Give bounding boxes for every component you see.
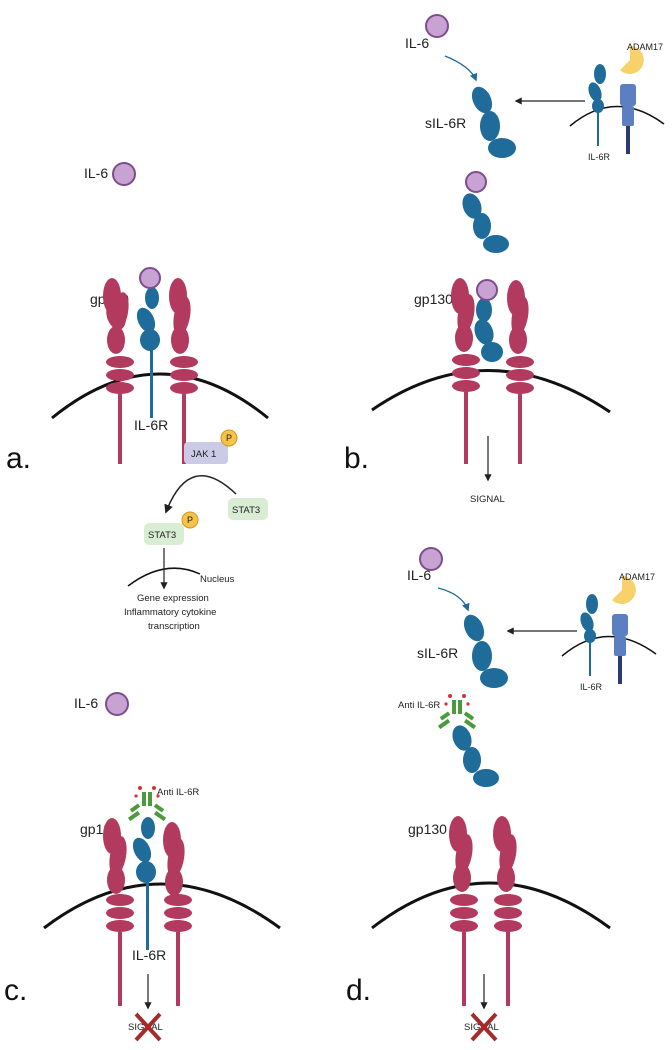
outcome-line-2: Inflammatory cytokine <box>124 607 216 618</box>
il6-molecule-d <box>419 547 443 571</box>
il6-label-d: IL-6 <box>407 567 431 583</box>
gp130-label-d: gp130 <box>408 821 447 837</box>
soluble-il6r-bound-b <box>474 298 503 362</box>
panel-b: IL-6 sIL-6R IL-6R ADAM17 <box>344 14 665 505</box>
soluble-il6r-d <box>463 614 508 688</box>
adam17-enzyme-b <box>620 46 644 154</box>
il6r-label-d: IL-6R <box>580 682 603 692</box>
jak1-box <box>184 442 228 464</box>
il6r-label: IL-6R <box>134 417 168 433</box>
il6-label-b: IL-6 <box>405 35 429 51</box>
stat3-box-left <box>144 523 184 545</box>
blocked-x-icon-d <box>470 1012 498 1042</box>
gp130-receptor-right-d <box>493 816 522 1006</box>
gp130-receptor-right-b <box>506 280 534 464</box>
cell-membrane-small-b <box>569 105 665 127</box>
il6-molecule-b <box>425 14 449 38</box>
phosphate-label-stat3: P <box>187 515 193 525</box>
cell-membrane-b <box>371 369 611 414</box>
il6r-membrane-d <box>580 594 598 676</box>
il6-bound-b <box>476 279 498 301</box>
gp130-label-b: gp130 <box>414 291 453 307</box>
anti-il6r-label-d: Anti IL-6R <box>398 700 440 711</box>
panel-letter-b: b. <box>344 442 369 475</box>
cell-membrane-small-d <box>561 635 657 657</box>
gp130-receptor-left-d <box>449 816 478 1006</box>
sil6r-label-d: sIL-6R <box>417 645 458 661</box>
adam17-label-b: ADAM17 <box>627 42 663 52</box>
gp130-receptor-left-b <box>451 278 480 464</box>
panel-letter-a: a. <box>6 442 31 475</box>
il6r-receptor <box>136 287 160 418</box>
soluble-il6r-b <box>471 86 516 158</box>
anti-il6r-label-c: Anti IL-6R <box>157 787 199 798</box>
panel-c: IL-6 Anti IL-6R gp130 <box>4 692 281 1042</box>
il6-complex-b <box>465 171 487 193</box>
il6r-label-b: IL-6R <box>588 152 611 162</box>
phosphate-icon <box>220 429 238 447</box>
il6-binding-arrow-b <box>444 55 478 82</box>
blocked-x-icon-c <box>134 1012 162 1042</box>
stat3-box-right <box>228 498 268 520</box>
cell-membrane-d <box>371 881 611 930</box>
il6-molecule-c <box>105 692 129 716</box>
panel-letter-c: c. <box>4 974 27 1007</box>
gp130-receptor-left <box>103 278 134 464</box>
phosphate-label: P <box>226 433 232 443</box>
il6r-receptor-c <box>132 817 156 950</box>
soluble-il6r-complex-b <box>462 193 509 253</box>
gp130-receptor-right-c <box>163 822 192 1006</box>
stat3-label-left: STAT3 <box>148 530 176 541</box>
jak1-label: JAK 1 <box>191 449 216 460</box>
il6-label-c: IL-6 <box>74 695 98 711</box>
il6-molecule <box>112 162 136 186</box>
il6r-membrane-b <box>588 64 606 146</box>
signal-label-b: SIGNAL <box>470 494 505 505</box>
panel-a: IL-6 gp130 <box>6 162 269 632</box>
il6-label: IL-6 <box>84 165 108 181</box>
il6-bound <box>139 267 161 289</box>
outcome-line-1: Gene expression <box>137 593 209 604</box>
cell-membrane-c <box>43 882 281 930</box>
panel-letter-d: d. <box>346 974 371 1007</box>
phosphate-icon-stat3 <box>181 511 199 529</box>
antibody-icon-c <box>127 786 167 822</box>
antibody-icon-d <box>437 694 477 730</box>
sil6r-label-b: sIL-6R <box>425 115 466 131</box>
nucleus-label: Nucleus <box>200 574 235 585</box>
il6-binding-arrow-d <box>437 587 470 612</box>
gp130-receptor-left-c <box>103 818 134 1006</box>
outcome-line-3: transcription <box>148 621 200 632</box>
gp130-receptor-right <box>169 278 198 464</box>
adam17-enzyme-d <box>612 576 636 684</box>
soluble-il6r-blocked-d <box>452 725 499 787</box>
adam17-label-d: ADAM17 <box>619 572 655 582</box>
panel-d: IL-6 sIL-6R IL-6R ADAM17 Anti IL-6R <box>346 547 657 1042</box>
stat3-label-right: STAT3 <box>232 505 260 516</box>
cell-membrane <box>51 372 269 420</box>
il6r-label-c: IL-6R <box>132 947 166 963</box>
phosphorylation-arrow <box>164 475 237 514</box>
